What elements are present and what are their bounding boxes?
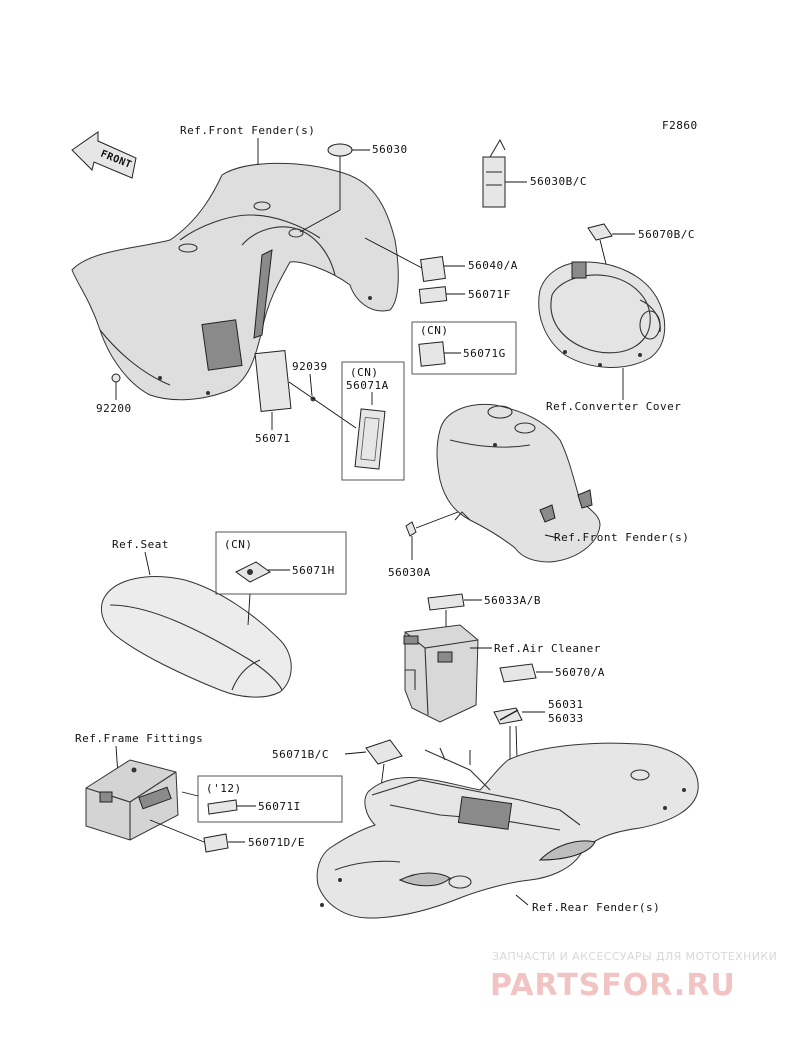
part-56033ab-shape	[427, 593, 465, 611]
cn-g-tag: (CN)	[420, 324, 449, 337]
part-56070a-label: 56070/A	[555, 666, 605, 679]
part-56040a-shape	[420, 256, 446, 282]
part-56071h-label: 56071H	[292, 564, 335, 577]
part-56070a-shape	[499, 663, 537, 683]
front-fender-mid-drawing	[436, 403, 601, 563]
cn-h-frame	[215, 531, 347, 595]
part-56071-label: 56071	[255, 432, 291, 445]
watermark-subtitle: ЗАПЧАСТИ И АКСЕССУАРЫ ДЛЯ МОТОТЕХНИКИ	[492, 950, 777, 963]
part-56071g-label: 56071G	[463, 347, 506, 360]
cn-h-tag: (CN)	[224, 538, 253, 551]
part-56070bc-label: 56070B/C	[638, 228, 695, 241]
part-56071i-label: 56071I	[258, 800, 301, 813]
air-cleaner-drawing	[403, 624, 479, 723]
part-56033ab-label: 56033A/B	[484, 594, 541, 607]
frame-fittings-drawing	[85, 759, 179, 841]
part-56071bc-label: 56071B/C	[272, 748, 329, 761]
part-56030a-shape	[405, 521, 417, 537]
ref-air-cleaner: Ref.Air Cleaner	[494, 642, 601, 655]
rear-fender-drawing	[316, 742, 699, 919]
part-56071de-label: 56071D/E	[248, 836, 305, 849]
ref-front-fender-top: Ref.Front Fender(s)	[180, 124, 315, 137]
y12-tag: ('12)	[206, 782, 242, 795]
cn-g-frame	[411, 321, 517, 375]
part-92200-label: 92200	[96, 402, 132, 415]
part-56030bc-label: 56030B/C	[530, 175, 587, 188]
part-56040a-label: 56040/A	[468, 259, 518, 272]
part-56071a-label: 56071A	[346, 379, 389, 392]
part-56070bc-shape	[587, 223, 613, 241]
part-56071f-label: 56071F	[468, 288, 511, 301]
seat-drawing	[101, 576, 292, 698]
part-56030-label: 56030	[372, 143, 408, 156]
part-56071bc-shape	[365, 739, 403, 765]
cn-a-tag: (CN)	[350, 366, 379, 379]
figure-code: F2860	[662, 119, 698, 132]
part-92039-label: 92039	[292, 360, 328, 373]
part-56071a-shape	[354, 408, 386, 470]
part-56071g-shape	[418, 341, 446, 367]
ref-rear-fender: Ref.Rear Fender(s)	[532, 901, 660, 914]
part-56030bc-shape	[482, 156, 506, 208]
ref-converter-cover: Ref.Converter Cover	[546, 400, 681, 413]
cn-a-frame	[341, 361, 405, 481]
part-56033-label: 56033	[548, 712, 584, 725]
ref-frame-fittings: Ref.Frame Fittings	[75, 732, 203, 745]
part-56071f-shape	[418, 286, 448, 304]
part-56071de-shape	[203, 833, 229, 853]
converter-cover-drawing	[538, 261, 666, 368]
front-fender-top-drawing	[71, 162, 399, 401]
part-56030a-label: 56030A	[388, 566, 431, 579]
front-arrow-icon: FRONT	[71, 131, 137, 179]
ref-front-fender-mid: Ref.Front Fender(s)	[554, 531, 689, 544]
part-56030-shape	[327, 143, 353, 157]
ref-seat: Ref.Seat	[112, 538, 169, 551]
part-56071-shape	[254, 350, 292, 412]
y12-frame	[197, 775, 343, 823]
part-56071i-shape	[207, 799, 238, 815]
part-56031-label: 56031	[548, 698, 584, 711]
watermark-brand: PARTSFOR.RU	[490, 968, 736, 1003]
